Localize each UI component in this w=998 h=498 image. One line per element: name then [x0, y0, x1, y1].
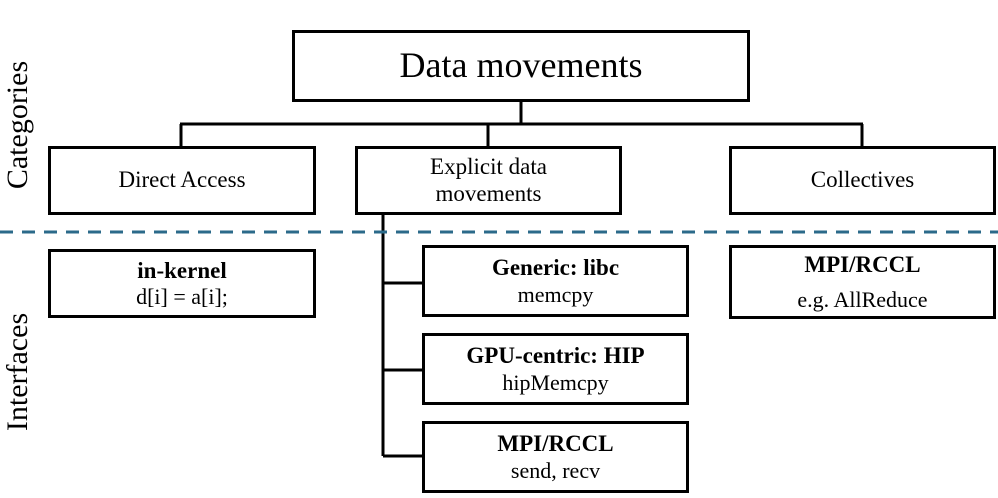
interface-example: hipMemcpy [502, 369, 609, 395]
category-label-line1: Explicit data [430, 154, 547, 180]
interface-hip: GPU-centric: HIP hipMemcpy [422, 333, 689, 405]
interface-example: memcpy [517, 281, 594, 307]
interface-example: d[i] = a[i]; [136, 284, 228, 310]
interface-mpi-rccl-collectives: MPI/RCCL e.g. AllReduce [729, 245, 996, 319]
category-collectives: Collectives [729, 146, 996, 215]
category-label: Direct Access [118, 167, 246, 193]
interface-name: MPI/RCCL [497, 431, 614, 457]
interface-name: GPU-centric: HIP [466, 343, 645, 369]
category-explicit-data-movements: Explicit data movements [355, 146, 622, 215]
side-label-categories: Categories [1, 60, 34, 190]
interface-libc: Generic: libc memcpy [422, 245, 689, 317]
category-label-line2: movements [435, 180, 542, 206]
interface-mpi-rccl-explicit: MPI/RCCL send, recv [422, 421, 689, 493]
interface-name: Generic: libc [491, 255, 620, 281]
interface-name: in-kernel [137, 257, 227, 283]
side-label-interfaces: Interfaces [1, 312, 34, 432]
interface-in-kernel: in-kernel d[i] = a[i]; [48, 249, 316, 318]
diagram-title: Data movements [399, 45, 643, 86]
interface-example: send, recv [510, 457, 601, 483]
category-direct-access: Direct Access [48, 146, 316, 215]
interface-example: e.g. AllReduce [797, 286, 928, 312]
title-box: Data movements [292, 30, 750, 102]
category-label: Collectives [810, 167, 915, 193]
interface-name: MPI/RCCL [804, 252, 921, 278]
